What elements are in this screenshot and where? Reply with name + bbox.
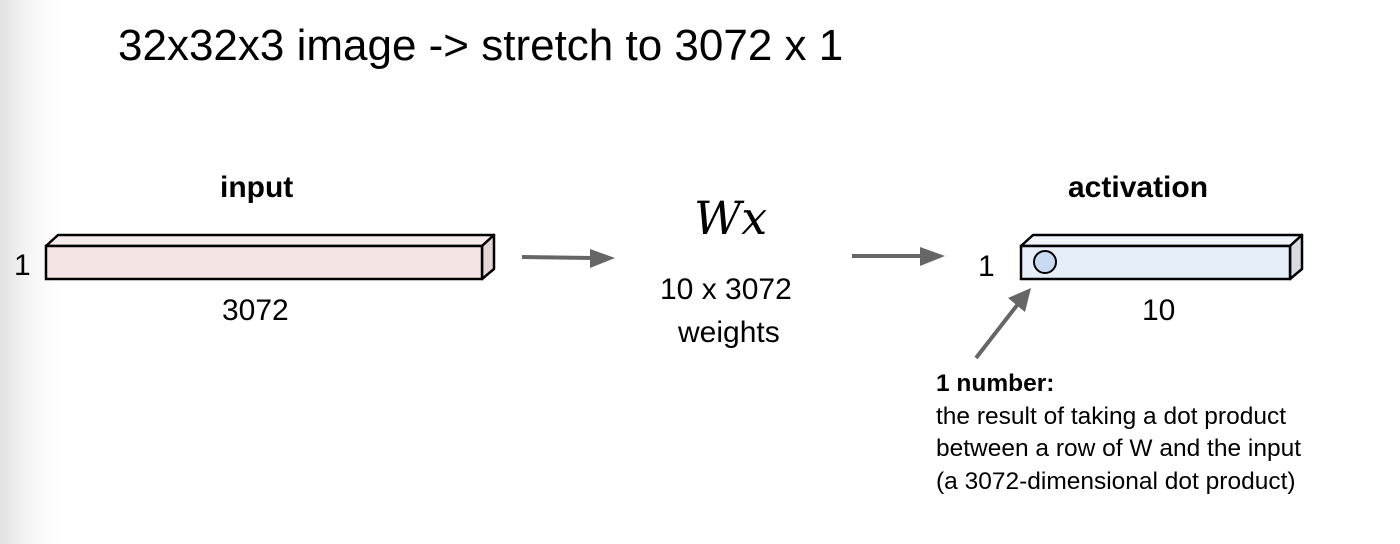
activation-vector-bar	[1019, 233, 1304, 281]
arrow-input-to-weights-icon	[521, 249, 615, 268]
weights-caption: weights	[678, 316, 780, 349]
formula-wx: Wx	[694, 191, 768, 245]
input-height-label: 1	[14, 249, 31, 282]
annotation-line: (a 3072-dimensional dot product)	[936, 467, 1296, 495]
arrow-weights-to-activation-icon	[852, 247, 945, 266]
activation-cell-circle	[1033, 250, 1057, 274]
input-label: input	[220, 171, 294, 204]
annotation-heading: 1 number:	[936, 370, 1055, 397]
weights-dims-label: 10 x 3072	[660, 273, 792, 306]
annotation-line: the result of taking a dot product	[936, 402, 1287, 430]
annotation-arrow-icon	[974, 288, 1031, 360]
input-width-label: 3072	[222, 294, 289, 327]
annotation-text: 1 number: the result of taking a dot pro…	[936, 368, 1301, 498]
activation-width-label: 10	[1142, 294, 1176, 327]
page-title: 32x32x3 image -> stretch to 3072 x 1	[118, 21, 844, 70]
activation-label: activation	[1068, 171, 1209, 204]
activation-height-label: 1	[978, 250, 995, 283]
input-vector-bar	[44, 233, 496, 281]
annotation-line: between a row of W and the input	[936, 435, 1301, 462]
